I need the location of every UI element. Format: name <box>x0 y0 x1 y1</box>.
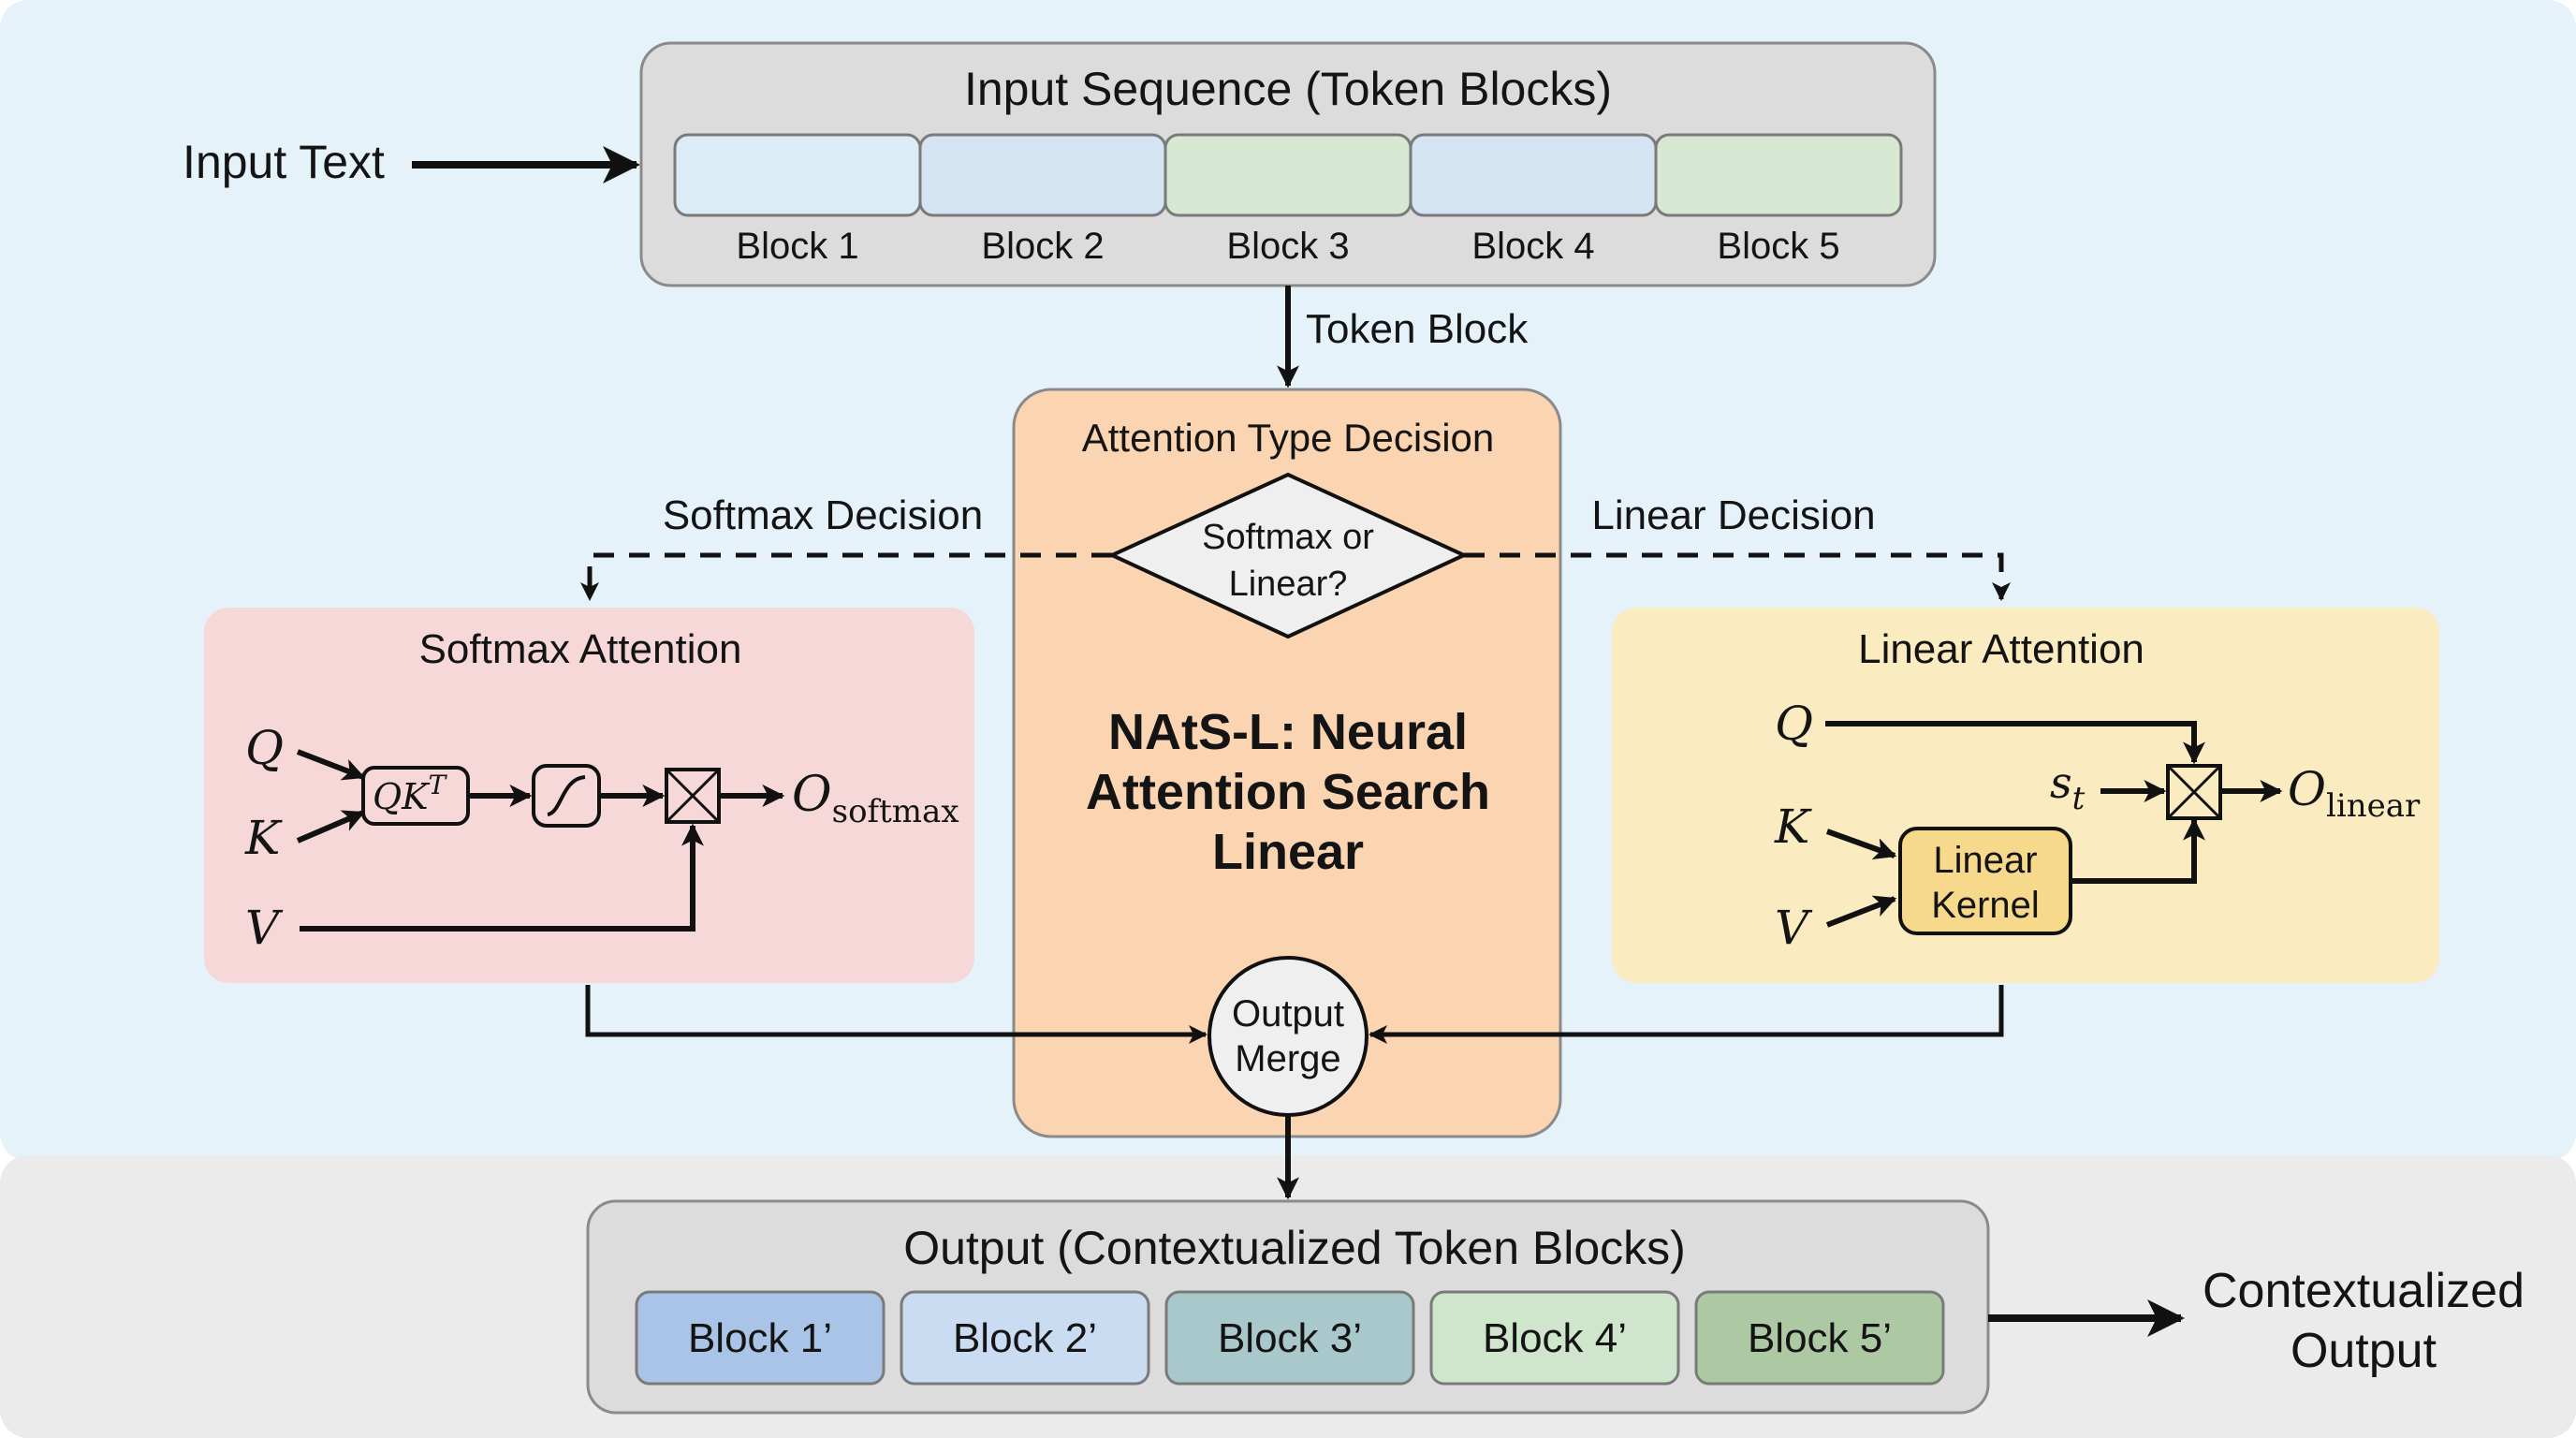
output-block <box>1164 1290 1415 1386</box>
decision-diamond <box>1107 472 1469 639</box>
linear-kernel-line2: Kernel <box>1931 885 2040 926</box>
input-block-label: Block 5 <box>1717 226 1839 267</box>
attention-decision-title: Attention Type Decision <box>1082 416 1495 460</box>
output-merge-line2: Merge <box>1235 1038 1340 1079</box>
model-name-line1: NAtS-L: Neural <box>1108 704 1468 760</box>
input-block <box>673 133 922 217</box>
softmax-multiply-icon <box>665 768 721 824</box>
output-merge-line1: Output <box>1232 993 1344 1034</box>
linear-attention-panel <box>1612 608 2439 983</box>
softmax-decision-label: Softmax Decision <box>663 492 983 538</box>
input-text-label: Input Text <box>183 136 385 188</box>
softmax-output-label: Osoftmax <box>792 767 959 830</box>
linear-k-arrow <box>1825 829 1897 859</box>
output-title: Output (Contextualized Token Blocks) <box>903 1222 1686 1274</box>
linear-multiply-icon <box>2166 764 2222 820</box>
softmax-q-label: Q <box>245 721 284 775</box>
output-block-label: Block 4’ <box>1483 1315 1627 1361</box>
output-block <box>900 1290 1150 1386</box>
linear-v-arrow <box>1825 895 1897 928</box>
linear-kernel-line1: Linear <box>1933 840 2037 881</box>
output-block <box>1694 1290 1945 1386</box>
input-block <box>918 133 1167 217</box>
input-block-label: Block 1 <box>736 226 858 267</box>
contextualized-output-line2: Output <box>2291 1324 2437 1378</box>
token-block-label: Token Block <box>1306 306 1529 352</box>
softmax-k-label: K <box>244 811 283 865</box>
input-block <box>1409 133 1658 217</box>
sigmoid-curve-icon <box>547 775 586 816</box>
linear-decision-label: Linear Decision <box>1591 492 1875 538</box>
linear-q-label: Q <box>1775 697 1813 751</box>
output-block-label: Block 3’ <box>1218 1315 1362 1361</box>
diamond-text-line2: Linear? <box>1229 565 1348 604</box>
linear-to-merge-arrow <box>1368 985 2004 1044</box>
model-name-line3: Linear <box>1212 824 1364 880</box>
output-merge-node[interactable] <box>1208 956 1368 1117</box>
linear-decision-line <box>1464 552 2011 601</box>
input-sequence-title: Input Sequence (Token Blocks) <box>964 63 1612 115</box>
input-block-label: Block 4 <box>1471 226 1594 267</box>
output-block-label: Block 5’ <box>1748 1315 1892 1361</box>
input-block-label: Block 3 <box>1226 226 1349 267</box>
linear-attention-title: Linear Attention <box>1858 626 2144 672</box>
softmax-decision-line <box>580 552 1112 601</box>
input-block-label: Block 2 <box>981 226 1104 267</box>
output-block-label: Block 1’ <box>688 1315 832 1361</box>
softmax-q-arrow <box>296 749 366 781</box>
input-block <box>1164 133 1412 217</box>
kernel-to-multiply-arrow <box>2071 817 2205 884</box>
contextualized-output-line1: Contextualized <box>2203 1264 2525 1318</box>
softmax-k-arrow <box>296 810 366 844</box>
qk-transpose-label: QKT <box>373 770 448 817</box>
output-block-label: Block 2’ <box>953 1315 1097 1361</box>
softmax-v-label: V <box>245 901 284 955</box>
softmax-v-arrow <box>300 823 704 932</box>
model-name-line2: Attention Search <box>1086 764 1490 820</box>
linear-v-label: V <box>1775 901 1813 955</box>
output-blocks: Block 1’ Block 2’ Block 3’ Block 4’ Block 5’ <box>635 1290 1945 1386</box>
output-block <box>1429 1290 1680 1386</box>
input-blocks: Block 1 Block 2 Block 3 Block 4 Block 5 <box>673 133 1903 267</box>
linear-k-label: K <box>1774 800 1812 854</box>
input-block <box>1654 133 1903 217</box>
output-block <box>635 1290 886 1386</box>
linear-output-label: Olinear <box>2288 762 2421 825</box>
softmax-to-merge-arrow <box>585 985 1208 1044</box>
linear-q-arrow <box>1825 721 2205 765</box>
softmax-function-box <box>532 764 601 828</box>
diamond-text-line1: Softmax or <box>1202 518 1374 557</box>
softmax-attention-title: Softmax Attention <box>419 626 742 672</box>
state-label: st <box>2050 757 2086 817</box>
